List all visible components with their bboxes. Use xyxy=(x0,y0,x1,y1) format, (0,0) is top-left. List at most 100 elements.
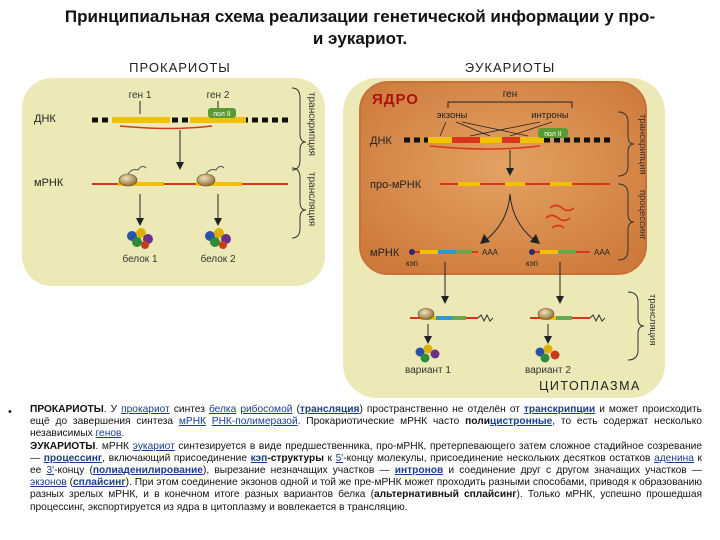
prok-protein1-label: белок 1 xyxy=(122,253,158,265)
euk-mrna-1-exon-c xyxy=(456,250,472,254)
euk-mrna-2-exon-a xyxy=(540,250,558,254)
text-link[interactable]: эукариот xyxy=(132,440,175,452)
prok-ribosome-1 xyxy=(118,173,138,187)
prok-protein2-icon xyxy=(205,228,231,249)
text-link[interactable]: прокариот xyxy=(121,404,170,415)
text-segment: ) пространственно не отделён от xyxy=(359,404,524,415)
page-title: Принципиальная схема реализации генетиче… xyxy=(10,6,710,50)
eukaryotes-paragraph: ЭУКАРИОТЫ. мРНК эукариот синтезируется в… xyxy=(30,441,702,514)
nucleus xyxy=(359,81,647,275)
text-link[interactable]: процессинг xyxy=(43,452,103,464)
prok-brace-transcription xyxy=(291,87,307,171)
euk-splice-arrowhead-left xyxy=(480,234,490,244)
euk-brace-processing xyxy=(617,183,635,261)
text-link[interactable]: рибосомой xyxy=(240,404,293,415)
euk-brace-translation xyxy=(627,291,645,361)
euk-premrna-exon-1 xyxy=(458,182,480,186)
euk-exon-3 xyxy=(520,137,544,143)
text-segment: ), вырезание незначащих участков — xyxy=(202,465,395,477)
text-segment: ). При этом соединение экзонов одной и т… xyxy=(30,477,702,501)
text-segment: к xyxy=(323,452,336,464)
euk-exon-2 xyxy=(480,137,502,143)
euk-gene-bracket xyxy=(447,101,573,108)
title-line-2: и эукариот. xyxy=(312,29,408,48)
text-link[interactable]: кэп xyxy=(250,452,268,464)
prok-arrowhead-1 xyxy=(176,162,184,170)
text-segment: альтернативный сплайсинг xyxy=(374,489,517,501)
euk-side-translation: трансляция xyxy=(647,294,658,346)
euk-gene-label: ген xyxy=(503,89,518,100)
text-link[interactable]: мРНК xyxy=(178,416,206,428)
text-segment: ЭУКАРИОТЫ xyxy=(30,440,96,452)
text-segment: . мРНК xyxy=(95,440,133,452)
euk-dna-label: ДНК xyxy=(370,135,392,147)
text-link[interactable]: аденина xyxy=(654,452,694,464)
text-link[interactable]: белка xyxy=(208,404,237,415)
euk-excised-introns xyxy=(545,204,575,229)
text-segment: поли xyxy=(465,416,490,428)
prok-side-transcription: транскрипция xyxy=(306,92,317,156)
prokaryote-panel: ПРОКАРИОТЫ ген 1 ген 2 ДНК пол II мРНК xyxy=(22,60,325,286)
euk-brace-transcription xyxy=(617,111,635,177)
euk-splice-arrow-right xyxy=(509,193,535,241)
euk-intron-2 xyxy=(502,137,520,143)
euk-cap-1-label: кэп xyxy=(406,259,418,268)
euk-mrna-label: мРНК xyxy=(370,247,400,259)
euk-cyto-mrna-1-exon-b xyxy=(436,316,452,320)
text-link[interactable]: РНК-полимеразой xyxy=(211,416,298,428)
euk-cyto-polya-1 xyxy=(477,313,494,323)
cytoplasm-label: ЦИТОПЛАЗМА xyxy=(539,379,641,393)
text-link[interactable]: сплайсинг xyxy=(73,477,126,489)
prok-gene2-label: ген 2 xyxy=(207,90,230,101)
text-link[interactable]: интронов xyxy=(394,465,444,477)
prok-brace-translation xyxy=(291,167,307,239)
prok-gene1-label: ген 1 xyxy=(129,90,152,101)
euk-premrna-exon-3 xyxy=(550,182,572,186)
description-text: ПРОКАРИОТЫ. У прокариот синтез белка риб… xyxy=(30,404,702,514)
prok-mrna-cds1 xyxy=(118,182,164,186)
euk-exon-pointer-1 xyxy=(439,121,447,137)
euk-ribosome-1 xyxy=(417,308,435,320)
prok-mrna-label: мРНК xyxy=(34,177,64,189)
euk-variant1-protein-icon xyxy=(415,344,440,363)
text-link[interactable]: цистронные xyxy=(489,416,553,428)
prok-arrowhead-2 xyxy=(136,218,144,226)
euk-cyto-polya-2 xyxy=(589,313,606,323)
text-segment: и соединение друг с другом значащих учас… xyxy=(443,465,702,477)
euk-intron-pointer-1 xyxy=(469,121,541,137)
title-line-1: Принципиальная схема реализации генетиче… xyxy=(64,7,656,26)
text-link[interactable]: полиаденилирование xyxy=(92,465,203,477)
euk-polymerase-label: пол II xyxy=(544,131,562,138)
text-segment: , включающий присоединение xyxy=(102,452,251,464)
text-segment: к ее xyxy=(30,452,702,477)
text-segment: -структуры xyxy=(267,452,324,464)
euk-introns-label: интроны xyxy=(531,110,569,121)
prok-peptide-2 xyxy=(205,165,225,175)
prok-protein1-icon xyxy=(127,228,153,249)
prok-protein2-label: белок 2 xyxy=(200,253,236,265)
text-link[interactable]: 3' xyxy=(46,465,55,477)
genetic-expression-diagram: ПРОКАРИОТЫ ген 1 ген 2 ДНК пол II мРНК xyxy=(22,60,665,398)
euk-export-arrowhead-1 xyxy=(441,296,449,304)
text-segment: . У xyxy=(103,404,122,415)
prok-dna-label: ДНК xyxy=(34,113,56,125)
euk-intron-1 xyxy=(452,137,480,143)
text-link[interactable]: 5' xyxy=(335,452,344,464)
euk-polymerase xyxy=(538,128,568,138)
text-link[interactable]: трансляция xyxy=(299,404,360,415)
prok-ribosome-2 xyxy=(196,173,216,187)
prokaryotes-paragraph: ПРОКАРИОТЫ. У прокариот синтез белка риб… xyxy=(30,404,702,441)
text-link[interactable]: генов xyxy=(95,428,122,440)
euk-variant1-label: вариант 1 xyxy=(405,365,451,376)
euk-nascent-rna xyxy=(429,145,541,150)
euk-cyto-mrna-2-exon-c xyxy=(556,316,572,320)
prok-gene2-block xyxy=(190,117,246,123)
text-link[interactable]: транскрипции xyxy=(523,404,596,415)
prok-mrna-cds2 xyxy=(196,182,242,186)
eukaryote-header: ЭУКАРИОТЫ xyxy=(465,60,555,75)
euk-splice-arrow-left xyxy=(485,193,511,241)
text-segment: и может происходить ещё до завершения си… xyxy=(30,404,702,428)
text-link[interactable]: экзонов xyxy=(30,477,67,489)
text-segment: синтез xyxy=(169,404,209,415)
euk-exon-pointer-2 xyxy=(455,121,491,137)
